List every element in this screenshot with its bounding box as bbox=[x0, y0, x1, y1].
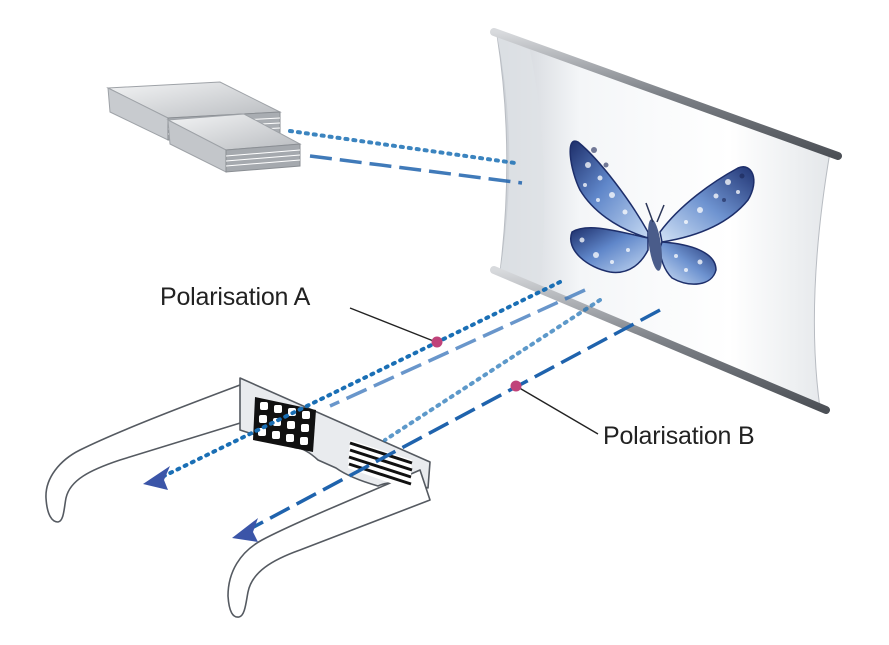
butterfly-wing-spots bbox=[579, 162, 740, 272]
screen-fold-shade bbox=[497, 35, 545, 290]
butterfly-antenna-left bbox=[645, 202, 654, 223]
butterfly-antenna-right bbox=[656, 204, 665, 223]
projector-beam-b bbox=[309, 154, 523, 185]
butterfly-icon bbox=[569, 140, 755, 285]
arrowhead-a-icon bbox=[143, 466, 170, 490]
projector-beams bbox=[288, 129, 523, 185]
beam-b-dashed bbox=[247, 308, 661, 532]
beam-a-dotted bbox=[158, 280, 562, 480]
projector-beam-a bbox=[288, 129, 517, 165]
butterfly-dark-veins bbox=[591, 147, 745, 202]
dual-projector-icon bbox=[106, 81, 302, 173]
polarized-3d-glasses-icon bbox=[45, 377, 431, 618]
leader-line-a bbox=[349, 307, 437, 343]
glasses-right-temple bbox=[227, 469, 431, 618]
screen-bottom-rod bbox=[490, 266, 830, 414]
polarisation-b-label: Polarisation B bbox=[603, 422, 755, 450]
polarisation-a-beams bbox=[158, 280, 586, 480]
marker-a bbox=[431, 336, 443, 348]
butterfly-upper-right-wing bbox=[659, 166, 755, 243]
polarisation-b-beams bbox=[247, 298, 661, 532]
beam-a-dashed bbox=[329, 288, 586, 408]
projection-screen bbox=[490, 28, 842, 414]
butterfly-lower-left-wing bbox=[569, 227, 649, 274]
beam-b-dotted bbox=[383, 298, 602, 442]
screen-top-rod bbox=[490, 28, 842, 160]
polarisation-a-label: Polarisation A bbox=[160, 283, 311, 311]
arrowhead-b-icon bbox=[232, 518, 258, 542]
glasses-left-temple bbox=[45, 384, 251, 523]
butterfly-body bbox=[648, 219, 662, 271]
marker-b bbox=[510, 380, 522, 392]
butterfly-lower-right-wing bbox=[659, 241, 717, 285]
leader-line-b bbox=[515, 385, 599, 435]
